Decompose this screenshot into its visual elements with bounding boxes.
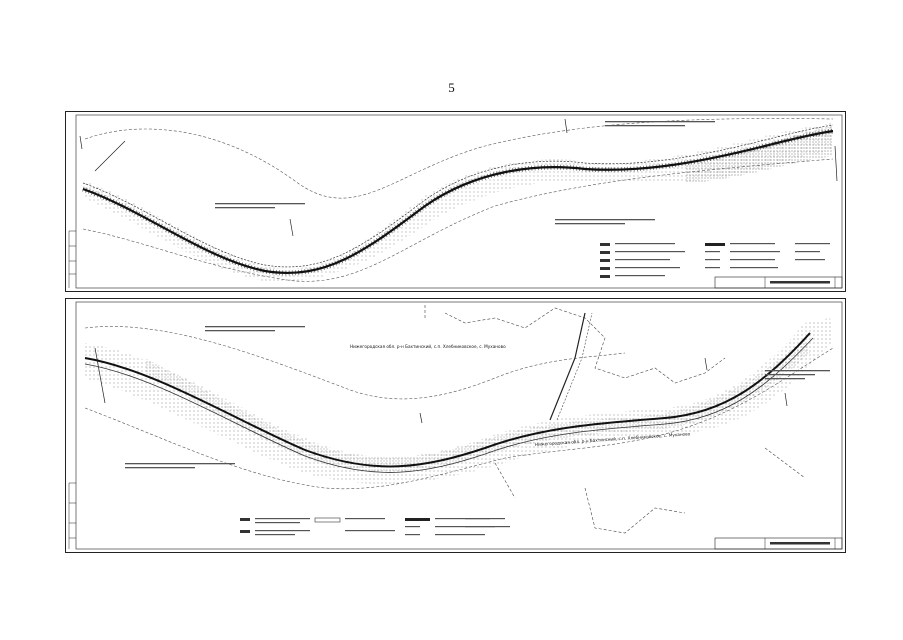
tributary-bank [556,312,593,421]
parcel-outline-lower [494,447,806,534]
section-markers [79,118,838,237]
place-label-upper: Нижегородская обл. р-н Бахтинский, с.п. … [350,344,506,349]
drawing-sheet-bottom: Нижегородская обл. р-н Бахтинский, с.п. … [65,298,846,553]
legend-block [240,517,510,536]
page-number: 5 [448,80,455,95]
tributary [549,312,586,421]
river-dense-band [145,338,810,473]
sheet-inner-frame [75,114,843,289]
river-band-shading [83,123,833,282]
river-hatching [82,128,834,276]
boundary-line-upper [84,326,626,400]
sheet-frame [65,111,846,292]
left-margin-stamp [68,230,76,288]
title-block [714,276,843,289]
drawing-bottom-svg: Нижегородская обл. р-н Бахтинский, с.п. … [65,298,846,553]
title-block [714,537,843,550]
annotation-lines [125,326,830,469]
section-markers [94,347,788,424]
river-channel [84,332,811,468]
left-margin-stamp [68,482,76,549]
boundary-line-upper [84,118,834,199]
drawing-sheet-top [65,111,846,292]
sheet-frame [65,298,846,553]
legend-block [600,243,830,278]
sheet-inner-frame [75,301,843,550]
river-channel-inner [84,337,814,473]
drawing-top-svg [65,111,846,292]
dense-dots-right [685,126,833,183]
annotation-lines [215,121,715,225]
river-bank [82,124,834,268]
parcel-outline-upper [424,303,726,384]
